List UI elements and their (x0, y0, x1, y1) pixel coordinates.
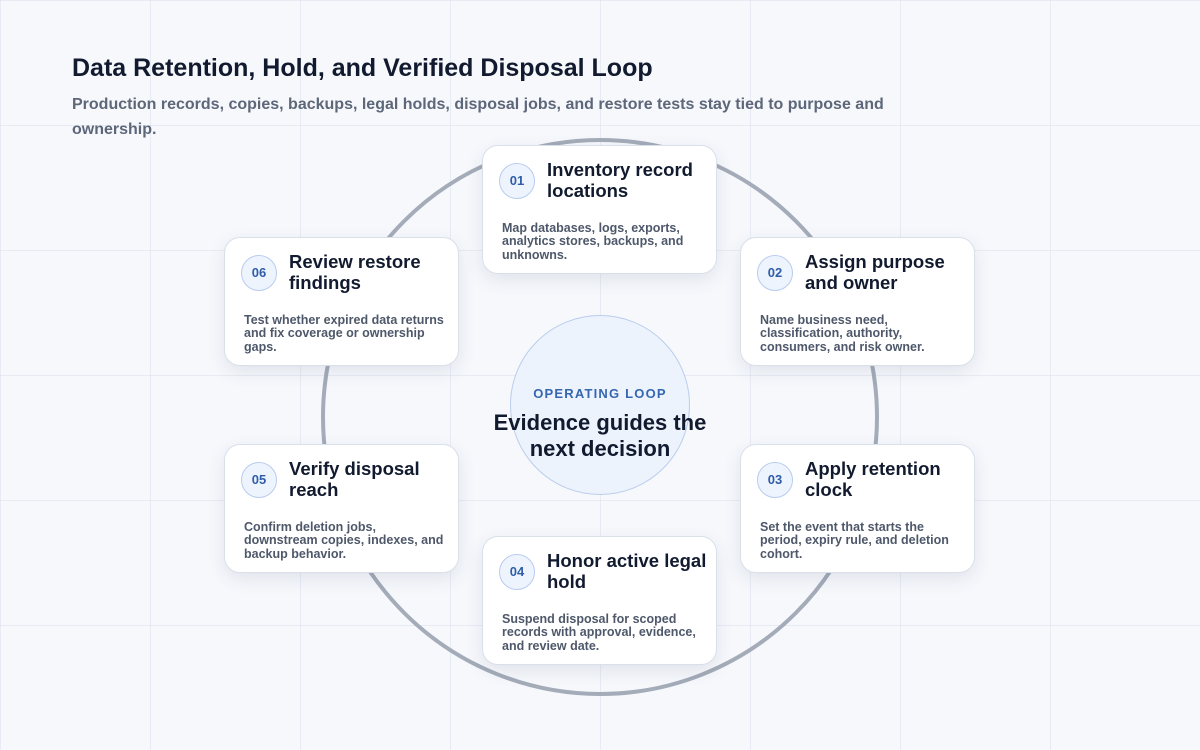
step-card-purpose-owner[interactable]: 02 Assign purpose and owner Name busines… (740, 237, 975, 366)
step-description: Confirm deletion jobs, downstream copies… (244, 520, 444, 561)
header: Data Retention, Hold, and Verified Dispo… (72, 52, 902, 142)
step-number-badge: 02 (757, 255, 793, 291)
step-title: Review restore findings (289, 251, 421, 293)
step-description: Name business need, classification, auth… (760, 313, 925, 354)
step-description: Suspend disposal for scoped records with… (502, 612, 696, 653)
step-card-legal-hold[interactable]: 04 Honor active legal hold Suspend dispo… (482, 536, 717, 665)
step-number-badge: 06 (241, 255, 277, 291)
step-number-badge: 01 (499, 163, 535, 199)
center-circle: OPERATING LOOP Evidence guides the next … (494, 315, 706, 495)
step-title: Apply retention clock (805, 458, 941, 500)
step-card-disposal-reach[interactable]: 05 Verify disposal reach Confirm deletio… (224, 444, 459, 573)
step-number-badge: 04 (499, 554, 535, 590)
step-title: Assign purpose and owner (805, 251, 945, 293)
step-title: Honor active legal hold (547, 550, 707, 592)
page-subtitle: Production records, copies, backups, leg… (72, 96, 884, 138)
step-card-inventory[interactable]: 01 Inventory record locations Map databa… (482, 145, 717, 274)
step-title: Verify disposal reach (289, 458, 420, 500)
step-number-badge: 03 (757, 462, 793, 498)
center-heading: Evidence guides the next decision (493, 410, 707, 461)
step-title: Inventory record locations (547, 159, 693, 201)
page-title: Data Retention, Hold, and Verified Dispo… (72, 54, 653, 82)
loop-ring-circle (321, 138, 879, 696)
step-number-badge: 05 (241, 462, 277, 498)
step-card-retention-clock[interactable]: 03 Apply retention clock Set the event t… (740, 444, 975, 573)
step-description: Test whether expired data returns and fi… (244, 313, 444, 354)
step-description: Set the event that starts the period, ex… (760, 520, 949, 561)
step-card-restore-findings[interactable]: 06 Review restore findings Test whether … (224, 237, 459, 366)
center-kicker: OPERATING LOOP (533, 386, 667, 401)
step-description: Map databases, logs, exports, analytics … (502, 221, 684, 262)
